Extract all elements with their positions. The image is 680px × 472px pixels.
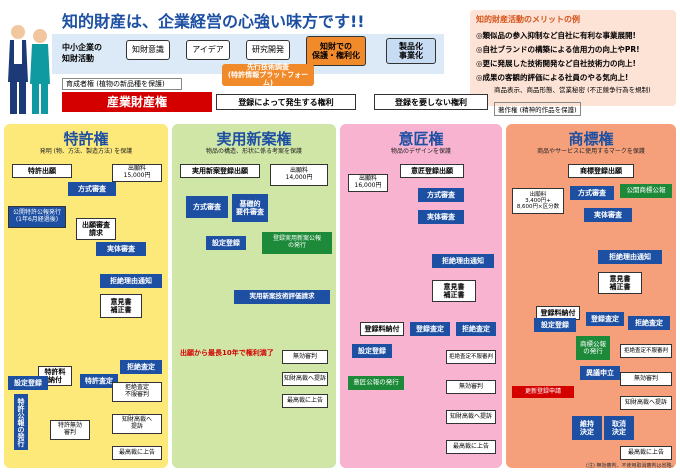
trademark-substantive-exam: 実体審査 [584, 208, 632, 222]
flow-step-awareness: 知財意識 [126, 40, 170, 60]
trademark-publication: 公開商標公報 [620, 184, 672, 198]
trademark-gazette: 商標公報 の発行 [576, 336, 610, 360]
patent-gazette: 特許公報の発行 [14, 394, 28, 450]
page-title: 知的財産は、企業経営の心強い味方です!! [62, 12, 365, 31]
utility-subtitle: 物品の構造、形状に係る考案を保護 [205, 148, 302, 155]
trademark-decision-reject: 拒絶査定 [628, 316, 670, 330]
trademark-maintain: 維持 決定 [572, 416, 602, 440]
trade-names-note: 商品表示、商品形態、営業秘密 (不正競争行為を規制) [494, 86, 651, 94]
trademark-opposition: 異議申立 [580, 366, 620, 380]
patent-subtitle: 発明 (物、方法、製造方法) を保護 [39, 148, 133, 155]
utility-gazette: 登録実用新案公報 の発行 [262, 232, 332, 254]
utility-formal-exam: 方式審査 [186, 196, 228, 218]
people-illustration [4, 22, 52, 118]
utility-tech-report: 実用新案技術評価請求 [234, 290, 330, 304]
utility-registration: 設定登録 [206, 236, 246, 250]
industrial-property-rights: 産業財産権 [62, 92, 212, 112]
design-rejection-notice: 拒絶理由通知 [432, 254, 494, 268]
trademark-fee: 出願料 3,400円+ 8,600円×区分数 [512, 188, 564, 214]
design-opinion: 意見書 補正書 [432, 280, 476, 302]
patent-decision-grant: 特許査定 [80, 374, 118, 388]
benefit-item: ◎成果の客観的評価による社員のやる気向上! [476, 73, 629, 82]
patent-appeal: 拒絶査定 不服審判 [112, 382, 162, 402]
trademark-rejection-notice: 拒絶理由通知 [598, 250, 662, 264]
patent-title: 特許権 [63, 130, 109, 148]
design-substantive-exam: 実体審査 [418, 210, 464, 224]
patent-supreme: 最高裁に上告 [112, 446, 162, 460]
flow-step-protection: 知財での 保護・権利化 [306, 36, 366, 66]
flow-step-idea: アイデア [186, 40, 230, 60]
trademark-application: 商標登録出願 [568, 164, 634, 178]
design-subtitle: 物品のデザインを保護 [390, 148, 451, 155]
prior-art-search: 先行技術調査 (特許情報プラットフォーム) [222, 63, 314, 87]
patent-exam-request: 出願審査 請求 [76, 218, 116, 240]
design-appeal: 拒絶査定不服審判 [446, 350, 496, 364]
utility-invalidation: 無効審判 [282, 350, 328, 364]
utility-fee: 出願料 14,000円 [270, 164, 328, 186]
utility-title: 実用新案権 [216, 130, 292, 148]
sme-label: 中小企業の 知財活動 [62, 43, 102, 63]
trademark-supreme: 最高裁に上告 [620, 446, 672, 460]
patent-application: 特許出願 [12, 164, 72, 178]
benefit-item: ◎類似品の参入抑制など自社に有利な事業展開! [476, 31, 636, 40]
patent-fee: 出願料 15,000円 [112, 164, 162, 182]
patent-registration: 設定登録 [8, 376, 48, 390]
design-application: 意匠登録出願 [400, 164, 464, 178]
design-decision-grant: 登録査定 [410, 322, 450, 336]
patent-decision-reject: 拒絶査定 [120, 360, 162, 374]
by-registration: 登録によって発生する権利 [216, 94, 356, 110]
benefit-item: ◎更に発展した技術開発など自社技術力の向上! [476, 59, 636, 68]
benefits-panel [470, 10, 676, 106]
patent-court: 知財高裁へ 提訴 [112, 414, 162, 434]
design-fee: 出願料 16,000円 [348, 174, 388, 192]
trademark-court: 知財高裁へ提訴 [620, 396, 672, 410]
trademark-opinion: 意見書 補正書 [598, 272, 642, 294]
utility-court: 知財高裁へ提訴 [282, 372, 328, 386]
trademark-invalidation: 無効審判 [620, 372, 672, 386]
flow-step-commercialize: 製品化 事業化 [386, 38, 436, 64]
trademark-registration: 設定登録 [534, 318, 576, 332]
footnote: (注) 無効審判、不使用取消審判は省略。 [586, 463, 677, 469]
trademark-title: 商標権 [568, 130, 614, 148]
trademark-subtitle: 商品やサービスに使用するマークを保護 [537, 148, 645, 155]
utility-basic-exam: 基礎的 要件審査 [232, 194, 268, 222]
trademark-decision-grant: 登録査定 [586, 312, 624, 326]
trademark-renewal: 更新登録申請 [512, 386, 574, 398]
patent-substantive-exam: 実体審査 [96, 242, 146, 256]
design-title: 意匠権 [398, 130, 444, 148]
design-formal-exam: 方式審査 [418, 188, 464, 202]
copyright-note: 著作権 (精神的作品を保護) [494, 102, 581, 116]
patent-formal-exam: 方式審査 [68, 182, 116, 196]
flow-step-rnd: 研究開発 [246, 40, 290, 60]
utility-supreme: 最高裁に上告 [282, 394, 328, 408]
trademark-column [506, 124, 676, 468]
breeders-right: 育成者権 (植物の新品種を保護) [62, 78, 182, 90]
design-registration: 設定登録 [352, 344, 392, 358]
design-fee-payment: 登録料納付 [360, 322, 404, 336]
trademark-revoke: 取消 決定 [604, 416, 634, 440]
design-invalidation: 無効審判 [446, 380, 496, 394]
utility-application: 実用新案登録出願 [180, 164, 260, 178]
design-decision-reject: 拒絶査定 [456, 322, 496, 336]
no-registration: 登録を要しない権利 [374, 94, 488, 110]
patent-publication: 公開特許公報発行 (1年6月経過後) [8, 206, 66, 228]
trademark-appeal: 拒絶査定不服審判 [620, 344, 672, 358]
benefit-item: ◎自社ブランドの構築による信用力の向上やPR! [476, 45, 640, 54]
benefits-title: 知的財産活動のメリットの例 [476, 15, 580, 24]
design-court: 知財高裁へ提訴 [446, 410, 496, 424]
design-gazette: 意匠公報の発行 [348, 376, 404, 390]
design-supreme: 最高裁に上告 [446, 440, 496, 454]
trademark-formal-exam: 方式審査 [570, 186, 614, 200]
utility-term: 出願から最長10年で権利満了 [180, 349, 274, 357]
patent-opinion: 意見書 補正書 [100, 294, 142, 318]
patent-rejection-notice: 拒絶理由通知 [100, 274, 162, 288]
patent-invalidation: 特許無効 審判 [50, 420, 90, 440]
